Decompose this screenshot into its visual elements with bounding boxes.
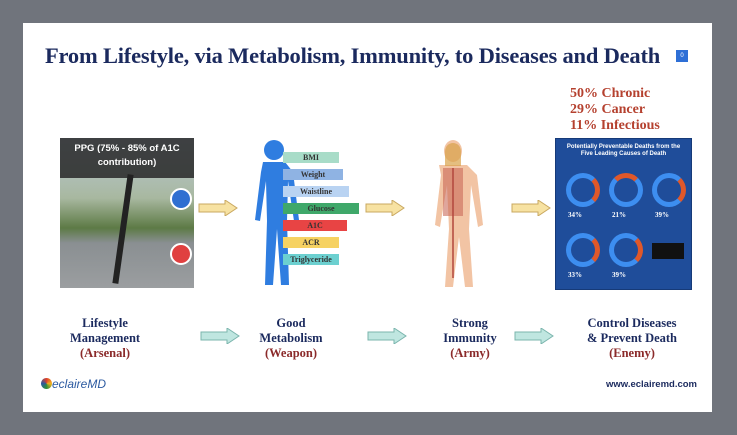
legend-box	[652, 243, 684, 259]
arrow-right-icon	[511, 200, 551, 216]
value-cancer: 21%	[612, 211, 626, 219]
stage-line2: & Prevent Death	[586, 331, 678, 345]
cyclist-photo: PPG (75% - 85% of A1C contribution)	[60, 138, 194, 288]
arrow-right-icon	[198, 200, 238, 216]
death-stats: 50% Chronic 29% Cancer 11% Infectious	[570, 86, 660, 134]
stage-role: (Arsenal)	[80, 346, 130, 360]
food-icon	[170, 243, 192, 265]
website-url: www.eclairemd.com	[606, 379, 697, 390]
stat-infectious: 11% Infectious	[570, 118, 660, 133]
metric-waistline: Waistline	[283, 186, 349, 197]
arrow-right-icon	[367, 328, 407, 344]
stat-cancer: 29% Cancer	[570, 102, 646, 117]
metric-glucose: Glucose	[283, 203, 359, 214]
value-stroke: 33%	[568, 271, 582, 279]
value-lung: 39%	[612, 271, 626, 279]
preventable-deaths-infographic: Potentially Preventable Deaths from the …	[555, 138, 692, 290]
metric-a1c: A1C	[283, 220, 347, 231]
stage-line1: Strong	[452, 316, 488, 330]
stage-role: (Enemy)	[609, 346, 655, 360]
eclairemd-logo: eclaireMD	[41, 377, 106, 391]
arrow-right-icon	[514, 328, 554, 344]
metric-triglyceride: Triglyceride	[283, 254, 339, 265]
stage-line2: Metabolism	[259, 331, 323, 345]
value-heart: 34%	[568, 211, 582, 219]
photo-caption: PPG (75% - 85% of A1C contribution)	[60, 138, 194, 178]
page-badge: 0	[676, 50, 688, 62]
logo-icon	[41, 378, 52, 389]
stage-line1: Good	[276, 316, 306, 330]
metrics-list: BMI Weight Waistline Glucose A1C ACR Tri…	[283, 152, 363, 272]
stage-role: (Weapon)	[264, 346, 318, 360]
stage-line1: Lifestyle	[82, 316, 128, 330]
metric-weight: Weight	[283, 169, 343, 180]
slide: From Lifestyle, via Metabolism, Immunity…	[23, 23, 712, 412]
arrow-right-icon	[200, 328, 240, 344]
logo-text: eclaireMD	[52, 377, 107, 391]
metric-bmi: BMI	[283, 152, 339, 163]
slide-title: From Lifestyle, via Metabolism, Immunity…	[45, 43, 661, 68]
arrow-right-icon	[365, 200, 405, 216]
stage-role: (Army)	[450, 346, 490, 360]
stage-line2: Management	[69, 331, 141, 345]
stage-line2: Immunity	[443, 331, 497, 345]
value-injury: 39%	[655, 211, 669, 219]
scale-icon	[170, 188, 192, 210]
stage-line1: Control Diseases	[587, 316, 677, 330]
bike-icon	[112, 174, 134, 284]
anatomy-figure-icon	[435, 140, 483, 287]
stat-chronic: 50% Chronic	[570, 86, 651, 101]
metric-acr: ACR	[283, 237, 339, 248]
stage-diseases: Control Diseases& Prevent Death(Enemy)	[567, 316, 697, 361]
infographic-title: Potentially Preventable Deaths from the …	[566, 144, 681, 157]
